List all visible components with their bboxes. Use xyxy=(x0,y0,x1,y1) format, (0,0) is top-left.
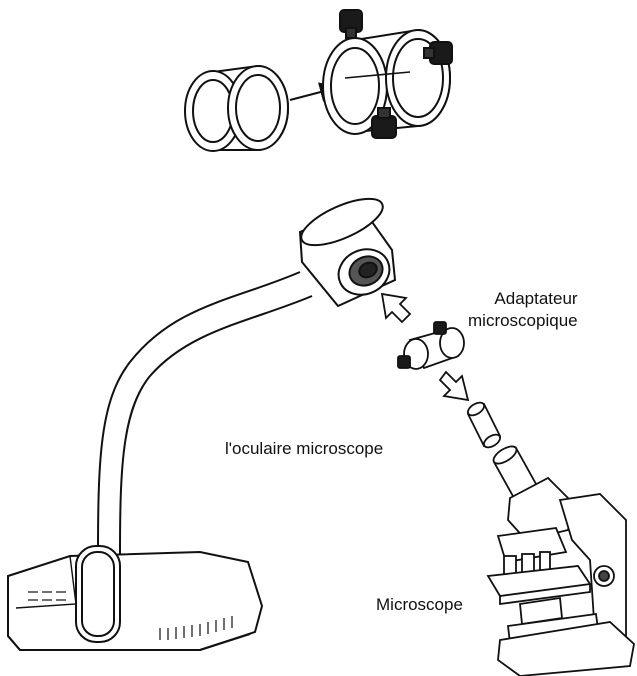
microscope-label: Microscope xyxy=(376,595,463,614)
arrow-icon xyxy=(438,370,470,402)
adapter-ring-icon xyxy=(184,64,289,152)
adapter-clamp-icon xyxy=(397,321,465,370)
microscope-icon xyxy=(486,445,635,676)
adapter-clamp-icon xyxy=(322,9,453,139)
adapter-label: Adaptateur microscopique xyxy=(468,288,578,332)
ocular-label: l'oculaire microscope xyxy=(225,439,384,458)
adapter-label-line2: microscopique xyxy=(468,311,578,330)
eyepiece-icon xyxy=(466,401,502,449)
adapter-label-line1: Adaptateur xyxy=(494,289,578,308)
document-camera-base-icon xyxy=(7,545,264,651)
arrow-icon xyxy=(380,292,412,324)
gooseneck-arm-icon xyxy=(97,271,313,556)
camera-head-icon xyxy=(298,197,397,308)
